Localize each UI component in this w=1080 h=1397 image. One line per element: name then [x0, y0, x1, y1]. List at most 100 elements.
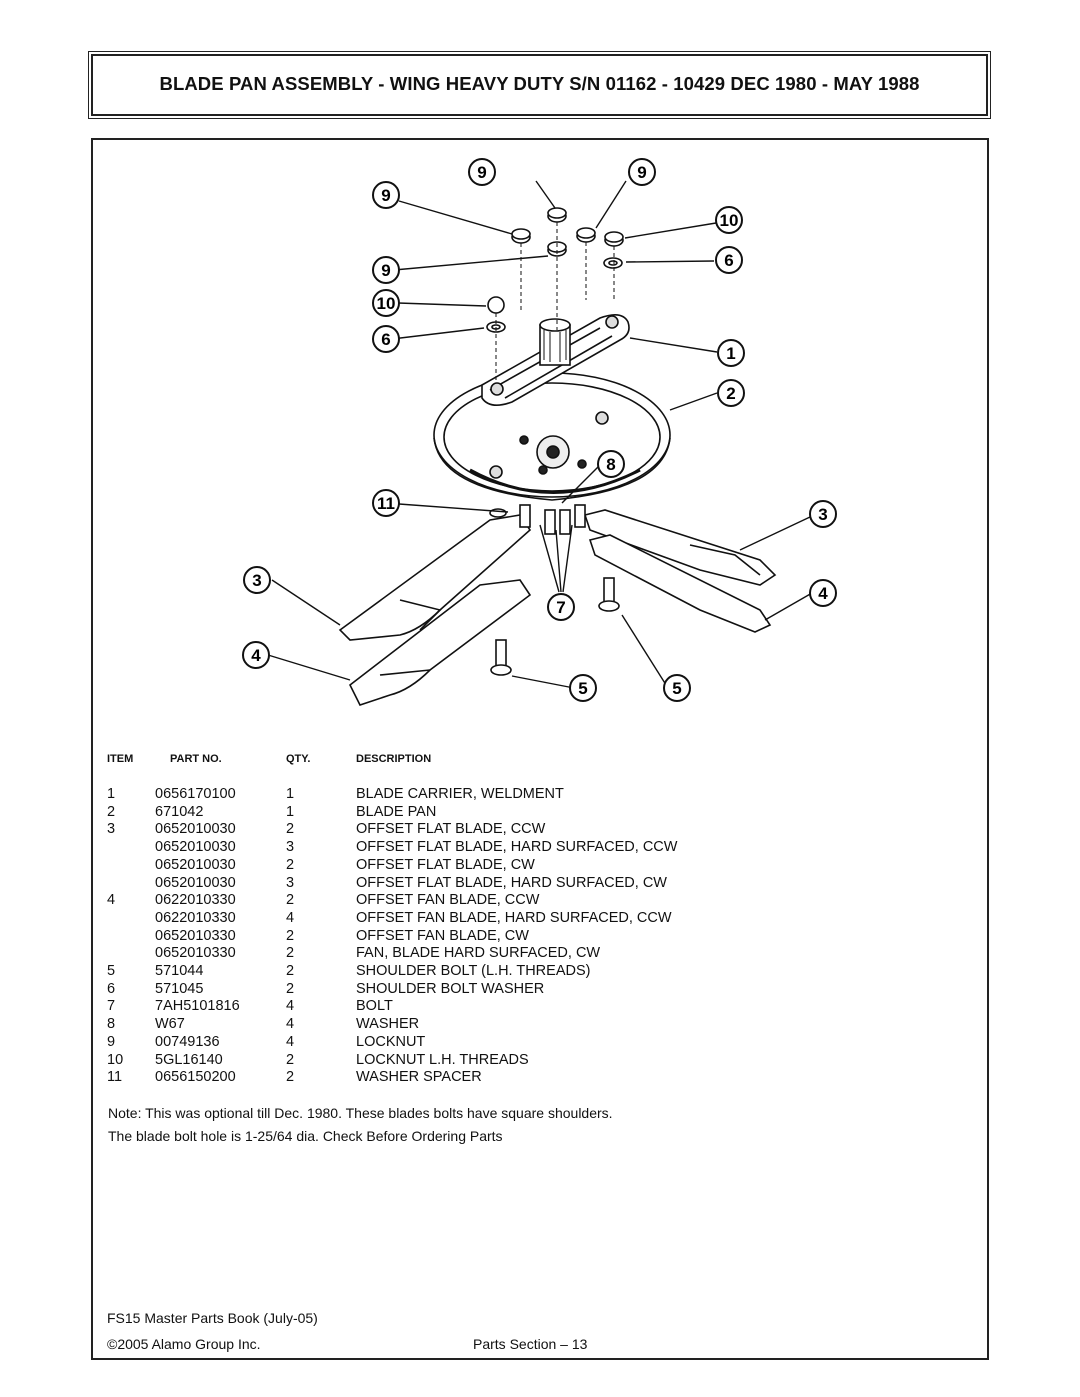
row-part-no: 7AH5101816	[155, 998, 240, 1015]
row-part-no: 0652010030	[155, 856, 236, 873]
svg-text:1: 1	[726, 344, 735, 363]
row-description: OFFSET FLAT BLADE, HARD SURFACED, CW	[356, 874, 667, 891]
row-description: LOCKNUT L.H. THREADS	[356, 1051, 529, 1068]
row-description: OFFSET FAN BLADE, HARD SURFACED, CCW	[356, 909, 672, 926]
row-item: 3	[107, 821, 116, 838]
callout-2: 2	[717, 379, 745, 407]
callout-5-right: 5	[663, 674, 691, 702]
row-item: 1	[107, 786, 116, 802]
svg-text:6: 6	[381, 330, 390, 349]
svg-text:7: 7	[556, 598, 565, 617]
row-qty: 2	[286, 945, 295, 962]
row-description: BLADE PAN	[356, 803, 437, 820]
svg-text:8: 8	[606, 455, 615, 474]
callout-5-left: 5	[569, 674, 597, 702]
row-description: WASHER SPACER	[356, 1069, 482, 1086]
svg-text:9: 9	[637, 163, 646, 182]
callout-1: 1	[717, 339, 745, 367]
header-part-no: PART NO.	[170, 753, 222, 765]
title-box: BLADE PAN ASSEMBLY - WING HEAVY DUTY S/N…	[88, 51, 991, 119]
callout-11: 11	[372, 489, 400, 517]
row-qty: 3	[286, 874, 295, 891]
row-item: 5	[107, 963, 116, 979]
row-part-no: 0652010030	[155, 839, 236, 856]
table-row: 7 7AH5101816 4 BOLT	[0, 998, 1080, 1016]
table-row: 10 5GL16140 2 LOCKNUT L.H. THREADS	[0, 1052, 1080, 1070]
callout-8: 8	[597, 450, 625, 478]
row-qty: 4	[286, 998, 295, 1015]
row-part-no: 0656150200	[155, 1069, 236, 1086]
row-part-no: 671042	[155, 803, 204, 820]
svg-text:9: 9	[381, 186, 390, 205]
row-item: 7	[107, 998, 116, 1015]
row-part-no: 571045	[155, 980, 204, 997]
row-description: OFFSET FAN BLADE, CCW	[356, 892, 540, 909]
table-row: 0652010330 2 FAN, BLADE HARD SURFACED, CW	[0, 945, 1080, 963]
row-qty: 2	[286, 856, 295, 873]
note-line-2: The blade bolt hole is 1-25/64 dia. Chec…	[108, 1128, 503, 1144]
svg-text:10: 10	[720, 211, 739, 230]
page-title: BLADE PAN ASSEMBLY - WING HEAVY DUTY S/N…	[159, 73, 920, 94]
exploded-parts-diagram: 9 9 9 10 9 6 10 6 1 2 8 11 3 3 4 4 7 5 5	[242, 158, 837, 706]
row-description: BOLT	[356, 998, 393, 1015]
footer-section: Parts Section – 13	[473, 1336, 588, 1352]
table-row: 0652010030 2 OFFSET FLAT BLADE, CW	[0, 857, 1080, 875]
blade-pan-rim	[433, 372, 671, 498]
row-part-no: 5GL16140	[155, 1051, 223, 1068]
svg-text:2: 2	[726, 384, 735, 403]
content-box	[91, 138, 989, 1360]
callout-6-right: 6	[715, 246, 743, 274]
row-qty: 4	[286, 1033, 295, 1050]
svg-text:5: 5	[672, 679, 681, 698]
row-qty: 3	[286, 839, 295, 856]
footer-copyright: ©2005 Alamo Group Inc.	[107, 1336, 261, 1352]
row-description: OFFSET FLAT BLADE, CW	[356, 856, 535, 873]
callout-9-mid: 9	[372, 256, 400, 284]
row-description: LOCKNUT	[356, 1033, 426, 1050]
row-description: OFFSET FLAT BLADE, CCW	[356, 821, 546, 838]
row-part-no: 0652010030	[155, 821, 236, 838]
row-qty: 2	[286, 821, 295, 838]
row-part-no: 0652010330	[155, 945, 236, 962]
row-part-no: 0622010330	[155, 892, 236, 909]
row-item: 8	[107, 1016, 116, 1033]
svg-text:3: 3	[818, 505, 827, 524]
callout-3-right: 3	[809, 500, 837, 528]
row-description: FAN, BLADE HARD SURFACED, CW	[356, 945, 601, 962]
header-description: DESCRIPTION	[356, 753, 432, 765]
row-item: 11	[107, 1069, 123, 1086]
row-item: 2	[107, 803, 116, 820]
row-part-no: 0652010030	[155, 874, 236, 891]
callout-7: 7	[547, 593, 575, 621]
svg-text:10: 10	[377, 294, 396, 313]
row-part-no: 571044	[155, 963, 204, 979]
callout-9-left: 9	[372, 181, 400, 209]
row-part-no: 0622010330	[155, 909, 236, 926]
note-line-1: Note: This was optional till Dec. 1980. …	[108, 1105, 613, 1121]
row-qty: 2	[286, 1051, 295, 1068]
table-row: 3 0652010030 2 OFFSET FLAT BLADE, CCW	[0, 821, 1080, 839]
svg-text:5: 5	[578, 679, 587, 698]
callout-6-left: 6	[372, 325, 400, 353]
row-description: SHOULDER BOLT WASHER	[356, 980, 545, 997]
row-description: OFFSET FAN BLADE, CW	[356, 927, 529, 944]
row-qty: 1	[286, 786, 295, 802]
row-part-no: 0656170100	[155, 786, 236, 802]
locknut	[486, 207, 624, 333]
callout-9-top-right: 9	[628, 158, 656, 186]
header-item: ITEM	[107, 753, 134, 765]
row-qty: 1	[286, 803, 295, 820]
row-qty: 2	[286, 980, 295, 997]
row-item: 9	[107, 1033, 116, 1050]
row-item: 10	[107, 1051, 124, 1068]
svg-text:4: 4	[251, 646, 261, 665]
